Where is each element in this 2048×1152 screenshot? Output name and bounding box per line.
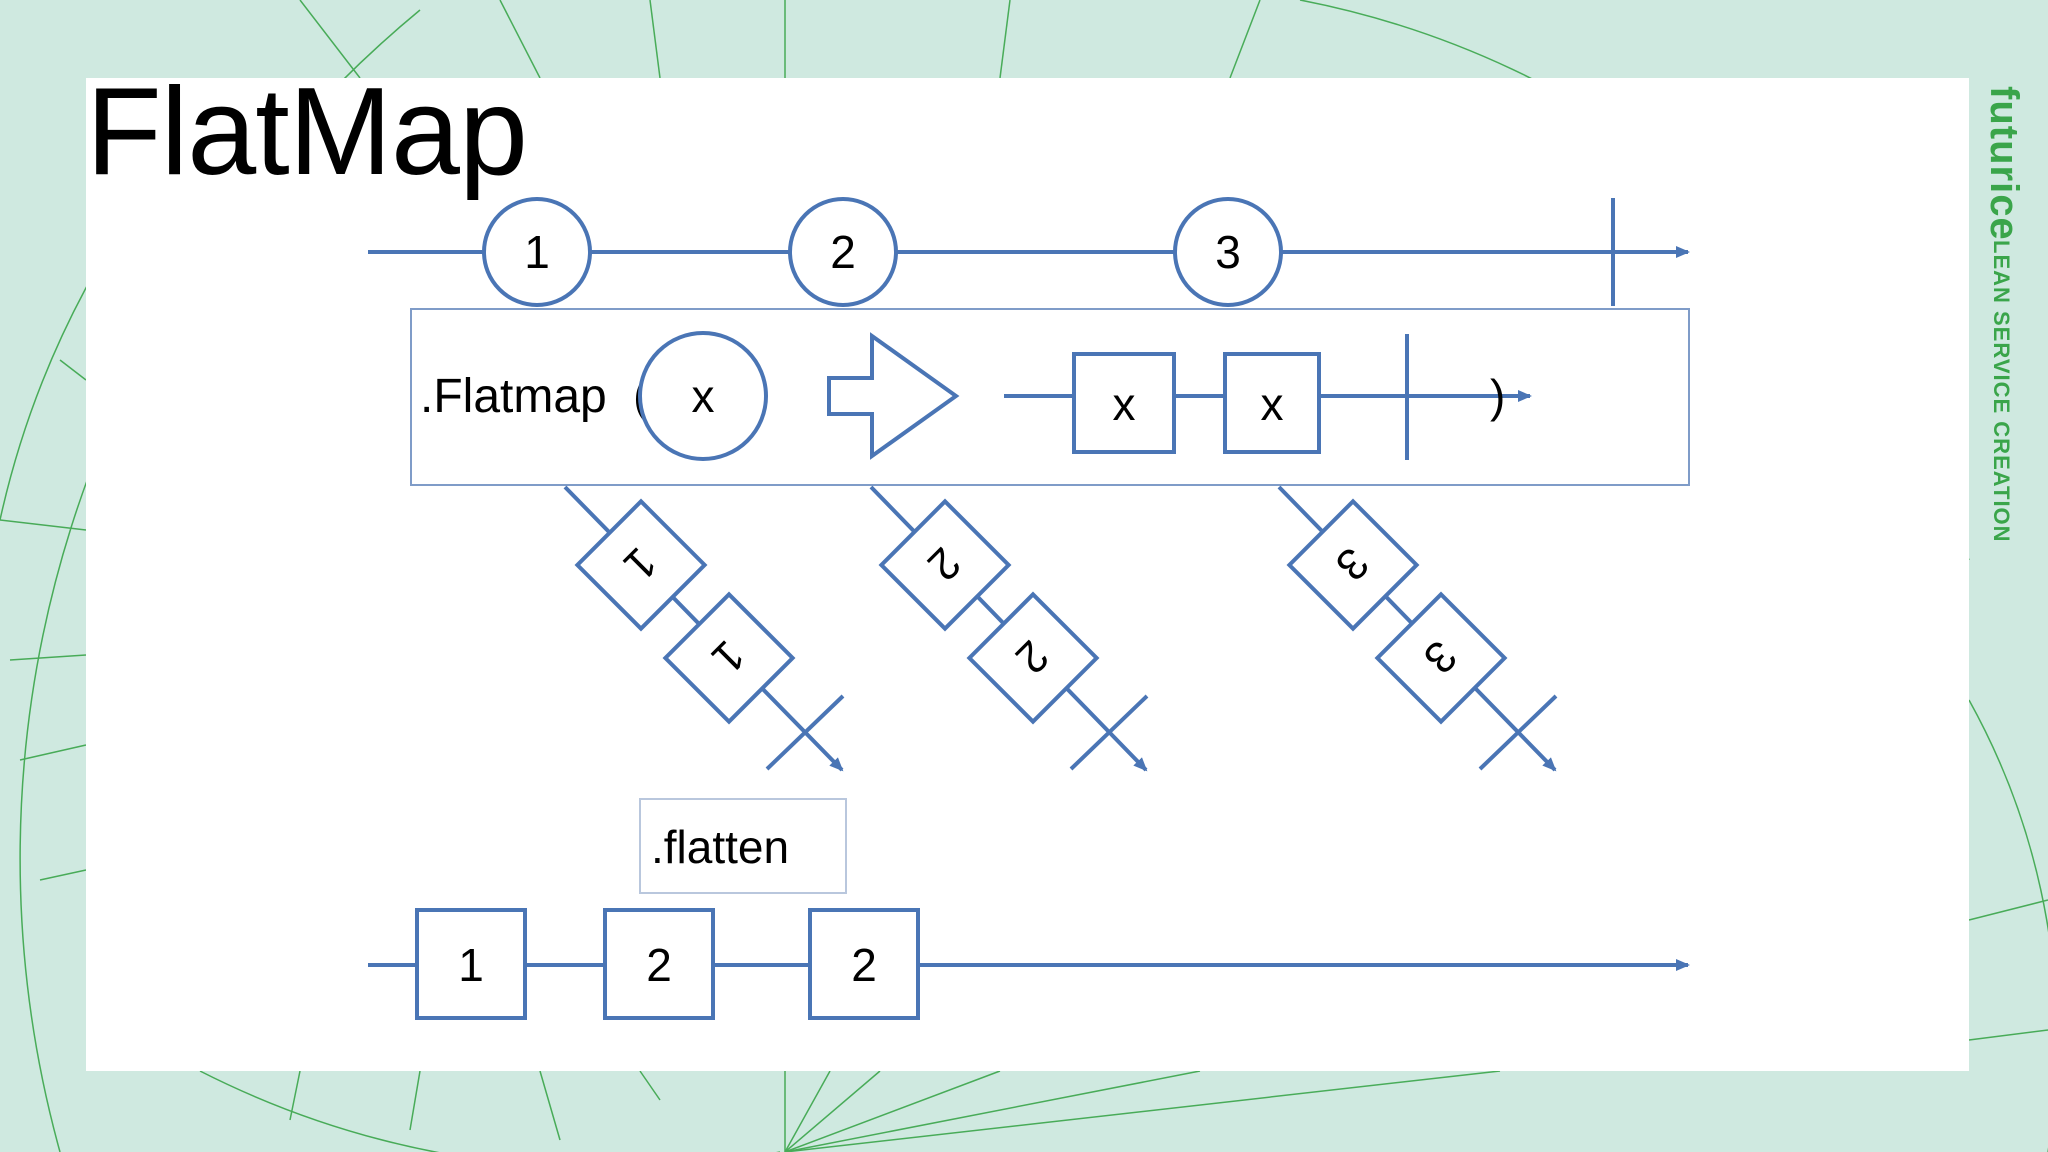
inner-item-label: x	[1113, 378, 1136, 430]
branch-item: 1	[662, 591, 796, 725]
source-marble: 3	[1173, 197, 1283, 307]
brand-logo: futurice	[1982, 86, 2026, 241]
output-item-box	[603, 908, 715, 1020]
operator-param-marble	[638, 331, 768, 461]
output-timeline: 1 2 2	[368, 908, 1690, 1020]
branch-item: 2	[966, 591, 1100, 725]
branch-complete-marker	[765, 694, 845, 771]
operator-label: .Flatmap	[420, 370, 607, 423]
operator-close-paren: )	[1490, 370, 1505, 422]
branch-item: 1	[574, 498, 708, 632]
branch-item: 2	[878, 498, 1012, 632]
inner-item-label: x	[1261, 378, 1284, 430]
source-marble: 1	[482, 197, 592, 307]
output-item-label: 2	[851, 939, 877, 991]
flatten-label: .flatten	[651, 821, 789, 873]
output-item-box	[415, 908, 527, 1020]
operator-param-label: x	[692, 370, 715, 422]
output-item-box	[808, 908, 920, 1020]
branch-stream-2: 2 2	[869, 485, 1149, 772]
source-marble-label: 1	[524, 226, 550, 278]
source-timeline: 1 2 3	[368, 197, 1690, 307]
brand-tagline: LEAN SERVICE CREATION	[1989, 240, 2014, 543]
branch-complete-marker	[1478, 694, 1558, 771]
slide-canvas	[86, 78, 1969, 1071]
branch-stream-1: 1 1	[563, 485, 845, 772]
inner-item-box	[1223, 352, 1321, 454]
output-item-label: 2	[646, 939, 672, 991]
branch-stream-3: 3 3	[1277, 485, 1558, 772]
flatmap-operator-box: .Flatmap ( x x x )	[410, 308, 1690, 486]
source-marble-label: 3	[1215, 226, 1241, 278]
branch-item: 3	[1374, 591, 1508, 725]
branch-complete-marker	[1069, 694, 1149, 771]
source-marble: 2	[788, 197, 898, 307]
source-marble-label: 2	[830, 226, 856, 278]
transform-arrow-icon	[827, 332, 960, 460]
branch-item: 3	[1286, 498, 1420, 632]
flatten-operator-box: .flatten	[639, 798, 847, 894]
output-item-label: 1	[458, 939, 484, 991]
slide-title: FlatMap	[86, 63, 528, 201]
inner-item-box	[1072, 352, 1176, 454]
